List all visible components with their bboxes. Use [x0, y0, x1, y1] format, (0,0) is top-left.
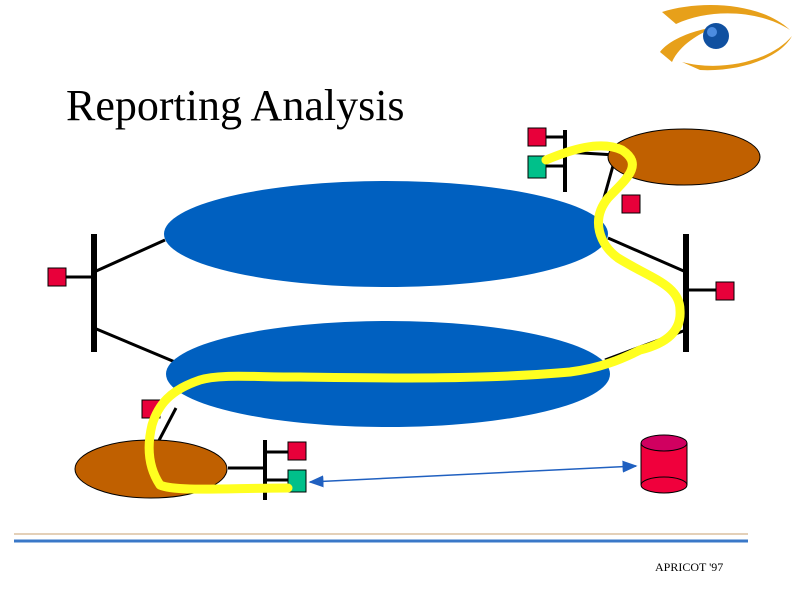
footer-label: APRICOT '97	[655, 560, 724, 574]
remote-site-ellipse-top	[607, 128, 761, 186]
router-node-left	[47, 267, 67, 287]
router-node-top	[527, 127, 547, 147]
database-cylinder-icon	[640, 434, 688, 494]
host-node-top	[527, 155, 547, 179]
router-node-bottom	[287, 441, 307, 461]
eye-swoosh-logo-icon	[660, 5, 792, 71]
slide-title: Reporting Analysis	[66, 81, 405, 130]
host-nodes	[287, 155, 547, 493]
upper-network-ellipse	[164, 181, 608, 287]
trace-route-path	[144, 141, 685, 494]
router-stubs	[66, 135, 716, 482]
router-node-right	[715, 281, 735, 301]
router-node-upper-right	[621, 194, 641, 214]
data-flow-arrow	[308, 460, 638, 488]
host-node-bottom	[287, 469, 307, 493]
